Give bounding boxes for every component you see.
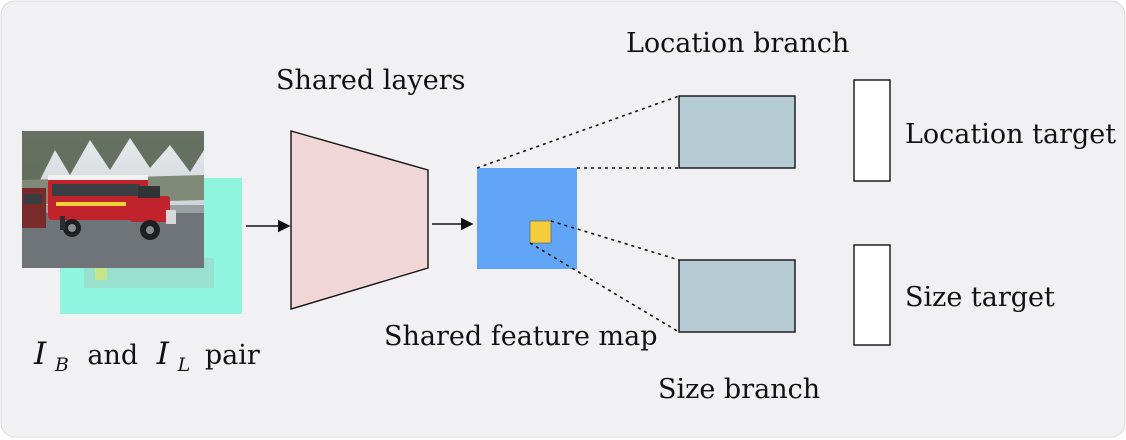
location-target-box [853, 79, 891, 182]
caption-i-l: I [156, 336, 170, 372]
image-ib-photo [22, 131, 204, 268]
image-il-marker [95, 268, 107, 280]
dotted-line-location-top [476, 95, 680, 169]
location-branch-label: Location branch [626, 28, 849, 59]
caption-pair: pair [205, 340, 260, 371]
caption-sub-l: L [177, 354, 191, 376]
caption-and: and [87, 340, 138, 371]
size-target-box [853, 244, 891, 346]
shared-feature-map [477, 168, 577, 269]
dotted-line-size-bottom [529, 242, 680, 333]
shared-layers-label: Shared layers [276, 65, 465, 96]
location-branch-box [678, 95, 796, 169]
size-branch-box [678, 259, 796, 333]
dotted-line-size-top [550, 220, 680, 261]
size-branch-label: Size branch [658, 374, 820, 405]
input-image-pair [22, 131, 242, 314]
shared-layers-trapezoid [290, 130, 429, 310]
caption-i-b: I [33, 336, 47, 372]
shared-feature-map-label: Shared feature map [384, 321, 658, 352]
size-target-label: Size target [905, 282, 1055, 313]
location-target-label: Location target [905, 119, 1116, 150]
pair-caption: I B and I L pair [33, 336, 260, 378]
feature-highlight-cell [529, 220, 552, 244]
caption-sub-b: B [54, 354, 69, 376]
